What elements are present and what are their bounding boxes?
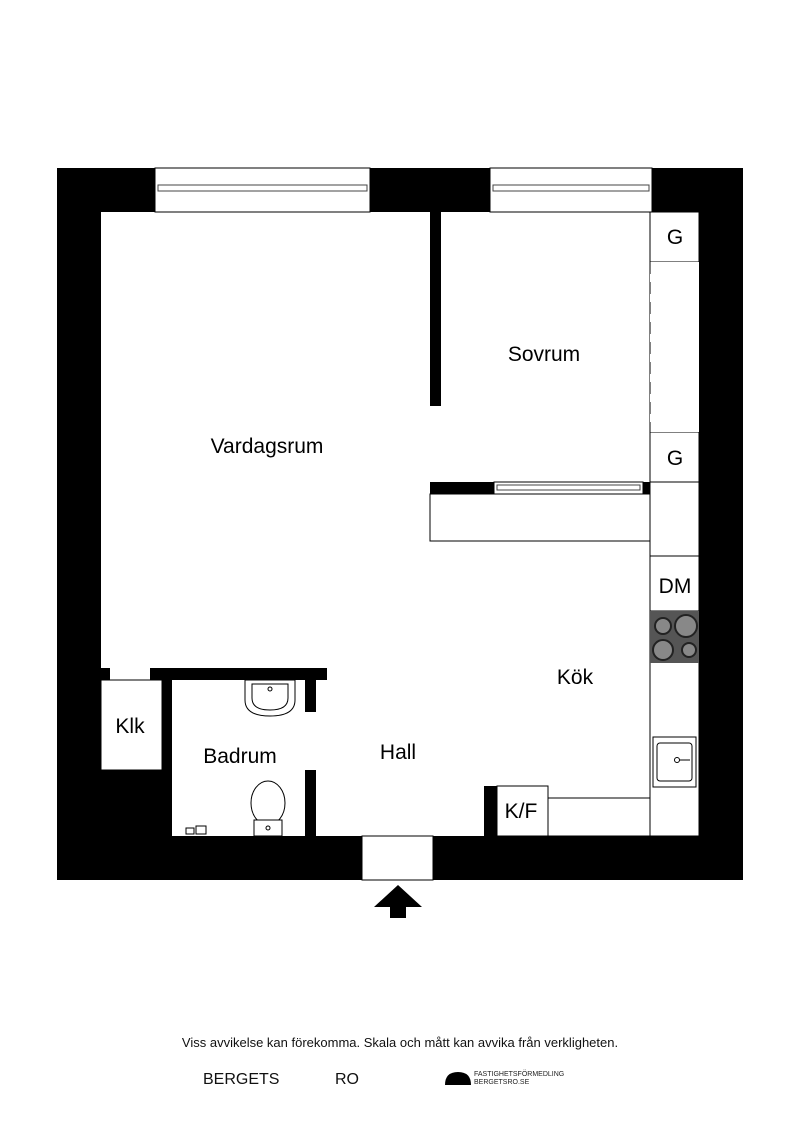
fridge-box <box>496 785 549 837</box>
room-label-sovrum: Sovrum <box>507 343 581 366</box>
room-label-kok: Kök <box>556 666 594 689</box>
room-label-vardagsrum: Vardagsrum <box>210 435 324 458</box>
brand-logo-icon <box>445 1072 471 1085</box>
toilet <box>250 780 286 837</box>
brand-line2: BERGETSRO.SE <box>474 1079 530 1086</box>
label-wardrobe-top: G <box>666 226 684 249</box>
wall-bath-top <box>150 668 327 680</box>
window-interior <box>493 481 644 495</box>
wall-kf <box>484 786 497 836</box>
klk-box <box>100 679 163 771</box>
room-label-klk: Klk <box>115 715 145 738</box>
washbasin <box>244 679 296 717</box>
label-fridge-freezer: K/F <box>504 800 538 823</box>
brand-line1: FASTIGHETSFÖRMEDLING <box>474 1071 565 1078</box>
label-dishwasher: DM <box>658 575 692 598</box>
brand-left: BERGETS <box>203 1071 280 1088</box>
window-living <box>154 167 371 213</box>
wardrobe-gap <box>650 262 699 432</box>
wall-bath-left <box>162 668 172 836</box>
wall-bath-right-upper <box>305 668 316 712</box>
floor-drain <box>185 825 207 835</box>
room-label-hall: Hall <box>379 741 417 764</box>
wall-stub <box>101 668 110 680</box>
label-wardrobe-bottom: G <box>666 447 684 470</box>
entrance-opening <box>361 835 434 881</box>
wall-klk-block <box>57 770 162 880</box>
counter-top <box>429 493 651 542</box>
disclaimer: Viss avvikelse kan förekomma. Skala och … <box>181 1035 619 1050</box>
hob <box>650 611 699 663</box>
wall-bath-right-lower <box>305 770 316 836</box>
entrance-arrow-icon <box>374 885 422 918</box>
wardrobe-bottom <box>649 431 700 483</box>
kitchen-sink <box>652 736 697 788</box>
kitchen-lower-counter <box>547 797 651 837</box>
room-label-badrum: Badrum <box>203 745 277 768</box>
wardrobe-top <box>649 211 700 263</box>
wall-bedroom <box>430 212 441 406</box>
window-bedroom <box>489 167 653 213</box>
brand-right: RO <box>335 1071 359 1088</box>
